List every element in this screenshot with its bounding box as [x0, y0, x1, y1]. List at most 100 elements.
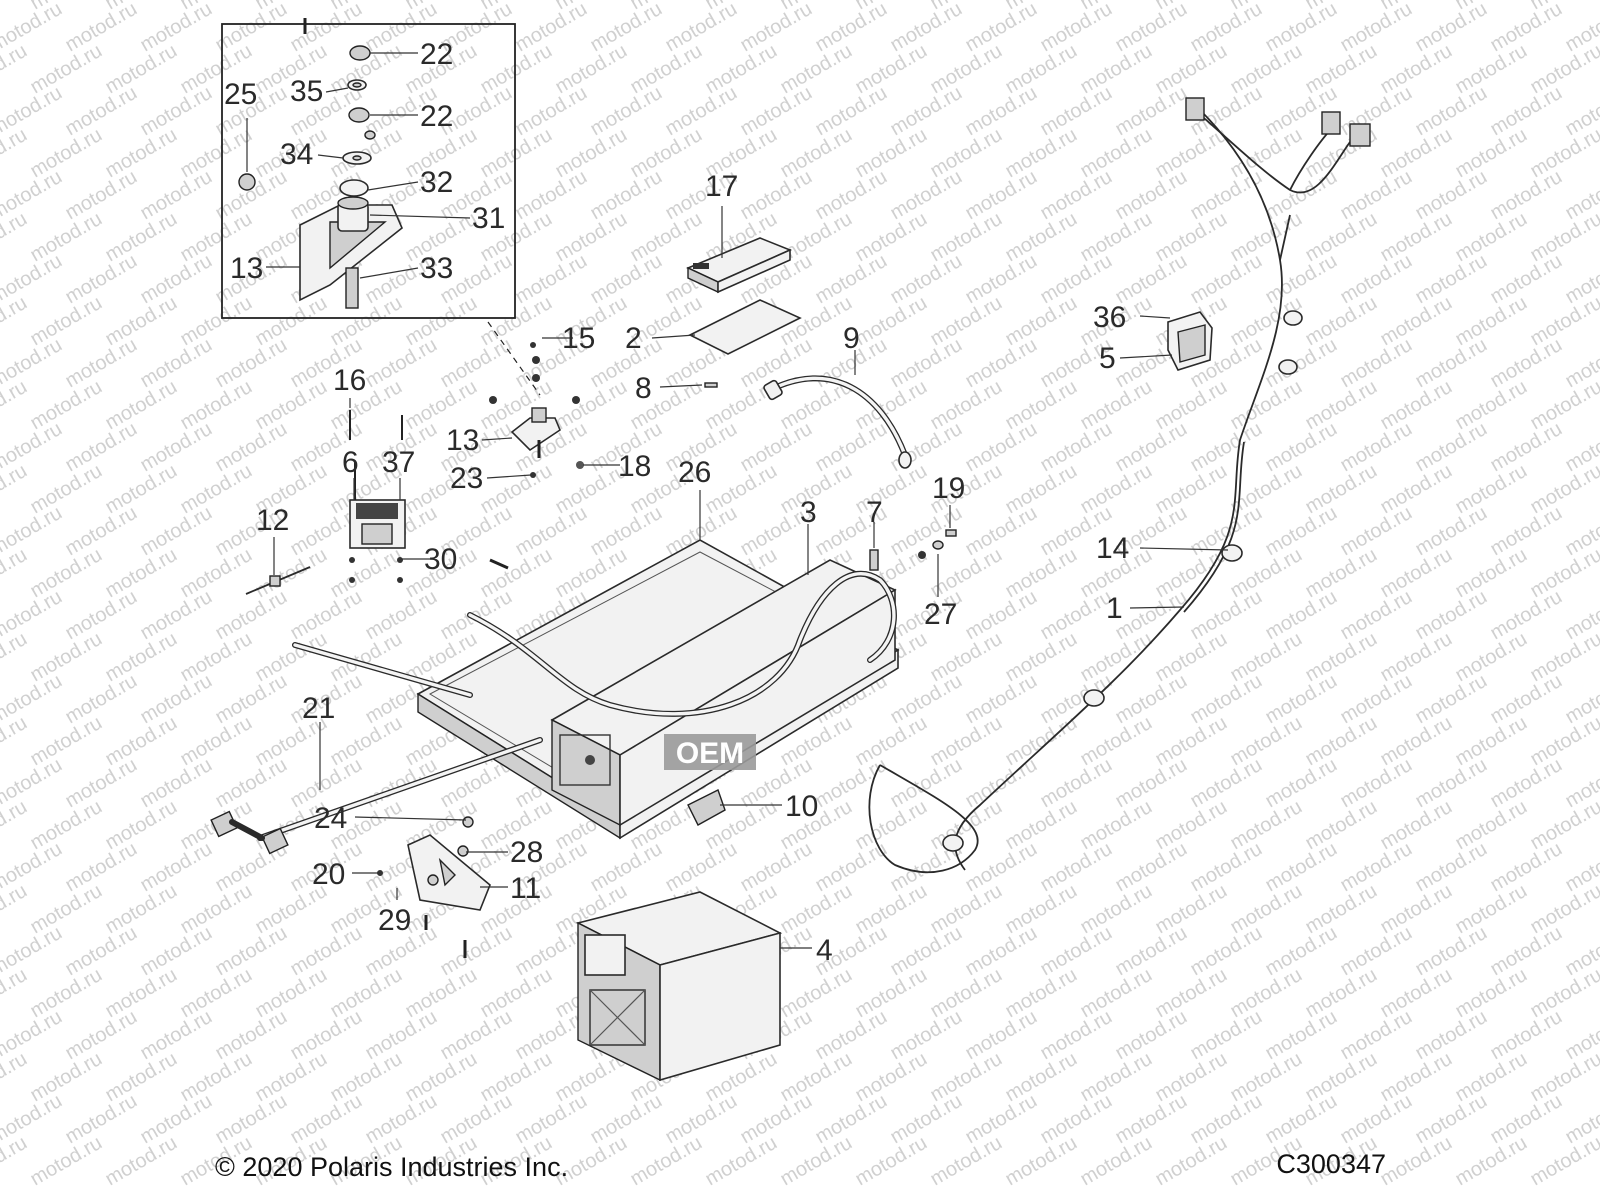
watermark-text: motod.ru [1077, 1132, 1156, 1191]
watermark-text: motod.ru [212, 922, 291, 981]
watermark-text: motod.ru [587, 250, 666, 309]
diagram-code: C300347 [1276, 1149, 1386, 1179]
callout-22b: 22 [420, 100, 453, 133]
watermark-text: motod.ru [887, 418, 966, 477]
fasteners-7-19-27 [489, 382, 957, 571]
watermark-text: motod.ru [1452, 208, 1531, 267]
watermark-text: motod.ru [27, 40, 106, 99]
watermark-text: motod.ru [1377, 460, 1456, 519]
watermark-text: motod.ru [962, 166, 1041, 225]
watermark-text: motod.ru [1187, 754, 1266, 813]
watermark-text: motod.ru [1112, 1090, 1191, 1149]
watermark-text: motod.ru [1452, 544, 1531, 603]
callout-16: 16 [333, 364, 366, 397]
watermark-text: motod.ru [102, 208, 181, 267]
watermark-text: motod.ru [812, 250, 891, 309]
watermark-text: motod.ru [1152, 628, 1231, 687]
watermark-text: motod.ru [477, 40, 556, 99]
watermark-text: motod.ru [1487, 1090, 1566, 1149]
watermark-text: motod.ru [1077, 1048, 1156, 1107]
inset-hardware-stack [238, 45, 376, 197]
callout-27: 27 [924, 598, 957, 631]
watermark-text: motod.ru [1377, 40, 1456, 99]
watermark-text: motod.ru [852, 796, 931, 855]
watermark-text: motod.ru [1037, 838, 1116, 897]
watermark-text: motod.ru [587, 1090, 666, 1149]
watermark-text: motod.ru [1187, 250, 1266, 309]
watermark-text: motod.ru [1187, 838, 1266, 897]
watermark-text: motod.ru [0, 376, 31, 435]
watermark-text: motod.ru [1037, 82, 1116, 141]
watermark-text: motod.ru [1002, 712, 1081, 771]
watermark-text: motod.ru [737, 418, 816, 477]
watermark-text: motod.ru [1002, 460, 1081, 519]
watermark-text: motod.ru [1262, 0, 1341, 56]
watermark-text: motod.ru [1037, 586, 1116, 645]
watermark-text: motod.ru [1337, 838, 1416, 897]
watermark-text: motod.ru [1152, 1048, 1231, 1107]
watermark-text: motod.ru [62, 1090, 141, 1149]
watermark-text: motod.ru [27, 1132, 106, 1191]
watermark-text: motod.ru [137, 250, 216, 309]
watermark-text: motod.ru [627, 208, 706, 267]
watermark-text: motod.ru [812, 754, 891, 813]
watermark-text: motod.ru [1002, 796, 1081, 855]
watermark-text: motod.ru [777, 1132, 856, 1191]
watermark-text: motod.ru [927, 1048, 1006, 1107]
watermark-text: motod.ru [887, 754, 966, 813]
watermark-text: motod.ru [137, 1006, 216, 1065]
watermark-text: motod.ru [512, 166, 591, 225]
watermark-text: motod.ru [962, 754, 1041, 813]
watermark-text: motod.ru [1337, 334, 1416, 393]
watermark-text: motod.ru [102, 712, 181, 771]
watermark-text: motod.ru [1112, 418, 1191, 477]
watermark-text: motod.ru [552, 40, 631, 99]
callout-18: 18 [618, 450, 651, 483]
watermark-text: motod.ru [102, 628, 181, 687]
watermark-text: motod.ru [1487, 418, 1566, 477]
watermark-text: motod.ru [1337, 1090, 1416, 1149]
watermark-text: motod.ru [1487, 502, 1566, 561]
watermark-text: motod.ru [327, 544, 406, 603]
watermark-text: motod.ru [1487, 82, 1566, 141]
watermark-text: motod.ru [137, 838, 216, 897]
watermark-text: motod.ru [662, 0, 741, 56]
watermark-text: motod.ru [0, 460, 31, 519]
watermark-text: motod.ru [1187, 670, 1266, 729]
watermark-text: motod.ru [1002, 880, 1081, 939]
watermark-text: motod.ru [702, 40, 781, 99]
watermark-text: motod.ru [1227, 964, 1306, 1023]
watermark-text: motod.ru [62, 166, 141, 225]
watermark-text: motod.ru [702, 1132, 781, 1191]
watermark-text: motod.ru [252, 1048, 331, 1107]
watermark-text: motod.ru [1262, 1090, 1341, 1149]
control-unit-6 [349, 410, 406, 583]
watermark-text: motod.ru [1487, 922, 1566, 981]
callout-20: 20 [312, 858, 345, 891]
watermark-text: motod.ru [927, 712, 1006, 771]
watermark-text: motod.ru [927, 628, 1006, 687]
watermark-text: motod.ru [1487, 166, 1566, 225]
watermark-text: motod.ru [962, 418, 1041, 477]
watermark-text: motod.ru [252, 964, 331, 1023]
watermark-text: motod.ru [1337, 250, 1416, 309]
callout-21: 21 [302, 692, 335, 725]
watermark-text: motod.ru [812, 0, 891, 56]
watermark-text: motod.ru [1527, 796, 1600, 855]
callout-37: 37 [382, 446, 415, 479]
watermark-text: motod.ru [137, 502, 216, 561]
watermark-text: motod.ru [887, 1006, 966, 1065]
watermark-text: motod.ru [1527, 40, 1600, 99]
watermark-text: motod.ru [27, 796, 106, 855]
watermark-text: motod.ru [1377, 964, 1456, 1023]
watermark-text: motod.ru [212, 754, 291, 813]
callout-25: 25 [224, 78, 257, 111]
watermark-text: motod.ru [1412, 1090, 1491, 1149]
battery-4 [575, 891, 783, 1082]
watermark-text: motod.ru [927, 1132, 1006, 1191]
watermark-text: motod.ru [1077, 124, 1156, 183]
watermark-text: motod.ru [27, 460, 106, 519]
clamp-10 [687, 789, 726, 826]
watermark-text: motod.ru [27, 712, 106, 771]
